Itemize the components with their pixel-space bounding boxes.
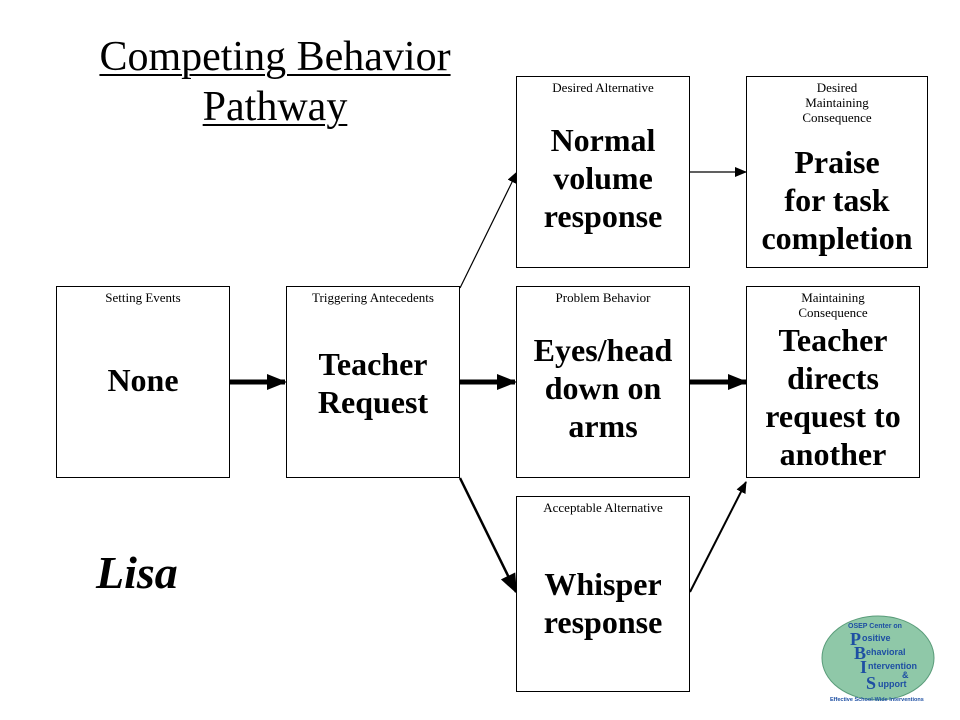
maintaining-consequence-content: Teacher directs request to another <box>747 321 919 473</box>
logo-word-support: upport <box>878 679 907 689</box>
content-line: for task <box>784 182 890 218</box>
arrow-trigger-to-desired <box>459 171 518 289</box>
content-line: response <box>543 198 663 234</box>
content-line: Teacher <box>778 322 888 358</box>
content-line: Eyes/head <box>533 332 673 368</box>
maintaining-consequence-box: Maintaining Consequence Teacher directs … <box>746 286 920 478</box>
label-line: Desired <box>816 80 858 95</box>
setting-events-content: None <box>107 362 179 398</box>
triggering-antecedents-label: Triggering Antecedents <box>312 290 434 305</box>
logo-bottom-text: Effective School-Wide Interventions <box>830 697 924 703</box>
problem-behavior-label: Problem Behavior <box>555 290 651 305</box>
logo-ampersand: & <box>902 670 909 680</box>
content-line: Normal <box>550 122 656 158</box>
triggering-antecedents-box: Triggering Antecedents Teacher Request <box>286 286 460 478</box>
logo-top-text: OSEP Center on <box>848 623 902 630</box>
logo-letter-b: B <box>854 643 866 663</box>
label-line: Consequence <box>798 305 868 320</box>
acceptable-alternative-label: Acceptable Alternative <box>543 500 663 515</box>
maintaining-consequence-label: Maintaining Consequence <box>747 290 919 320</box>
content-line: Teacher <box>318 346 428 382</box>
desired-maintaining-consequence-label: Desired Maintaining Consequence <box>747 80 927 125</box>
logo-ellipse <box>821 615 935 701</box>
logo-letter-p: P <box>850 629 861 649</box>
content-line: Request <box>317 384 429 420</box>
setting-events-box: Setting Events None <box>56 286 230 478</box>
content-line: completion <box>761 220 913 256</box>
desired-maintaining-consequence-content: Praise for task completion <box>747 143 927 257</box>
logo-letter-i: I <box>860 657 867 677</box>
label-line: Consequence <box>802 110 872 125</box>
title-line-2: Pathway <box>202 84 348 130</box>
label-line: Maintaining <box>805 95 869 110</box>
desired-alternative-box: Desired Alternative Normal volume respon… <box>516 76 690 268</box>
diagram-title: Competing Behavior Pathway <box>60 32 490 132</box>
acceptable-alternative-box: Acceptable Alternative Whisper response <box>516 496 690 692</box>
content-line: volume <box>553 160 653 196</box>
label-line: Maintaining <box>801 290 865 305</box>
desired-alternative-label: Desired Alternative <box>552 80 654 95</box>
problem-behavior-content: Eyes/head down on arms <box>517 331 689 445</box>
setting-events-label: Setting Events <box>105 290 181 305</box>
arrow-acceptable-to-maintaining <box>689 481 747 593</box>
content-line: response <box>543 604 663 640</box>
acceptable-alternative-content: Whisper response <box>517 565 689 641</box>
content-line: request to <box>765 398 901 434</box>
content-line: Whisper <box>544 566 662 602</box>
logo-word-behavioral: ehavioral <box>866 647 906 657</box>
desired-maintaining-consequence-box: Desired Maintaining Consequence Praise f… <box>746 76 928 268</box>
triggering-antecedents-content: Teacher Request <box>287 345 459 421</box>
logo-word-positive: ositive <box>862 633 891 643</box>
student-name: Lisa <box>96 547 178 598</box>
title-line-1: Competing Behavior <box>99 34 451 80</box>
content-line: directs <box>787 360 879 396</box>
pbis-logo: OSEP Center on P ositive B ehavioral I n… <box>821 615 935 703</box>
logo-word-intervention: ntervention <box>868 661 917 671</box>
content-line: down on <box>544 370 662 406</box>
desired-alternative-content: Normal volume response <box>517 121 689 235</box>
content-line: another <box>779 436 887 472</box>
content-line: Praise <box>794 144 880 180</box>
arrow-trigger-to-acceptable <box>458 477 518 594</box>
problem-behavior-box: Problem Behavior Eyes/head down on arms <box>516 286 690 478</box>
logo-letter-s: S <box>866 673 876 693</box>
content-line: arms <box>568 408 638 444</box>
